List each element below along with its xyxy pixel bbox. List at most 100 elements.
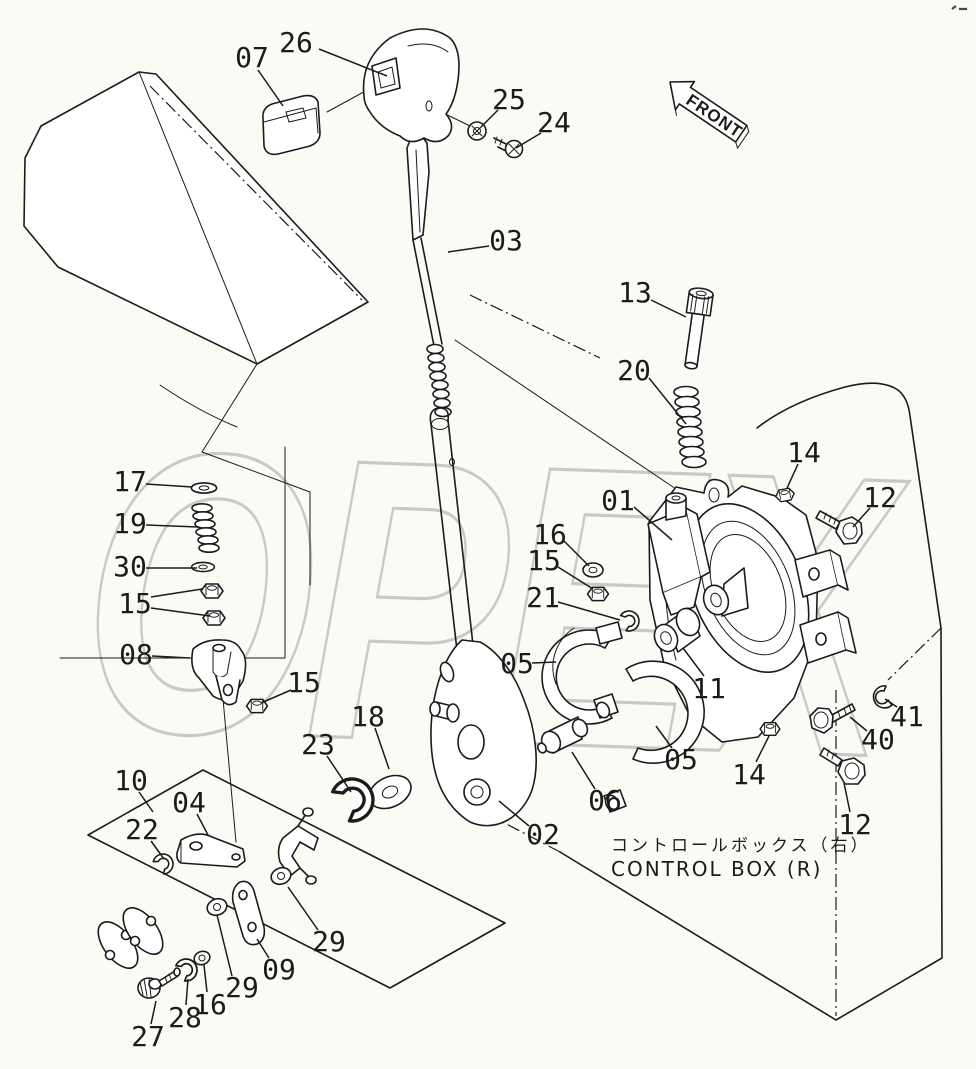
part-label-07: 07 xyxy=(235,41,269,74)
shoe-05-right xyxy=(593,660,705,813)
front-arrow: FRONT xyxy=(669,80,750,150)
part-label-12: 12 xyxy=(838,808,872,841)
part-label-05: 05 xyxy=(664,743,698,776)
leader-line-18 xyxy=(374,727,390,770)
nut-14-bottom xyxy=(759,721,781,737)
part-label-26: 26 xyxy=(279,26,313,59)
leader-line-29 xyxy=(287,886,319,931)
washer-16-bottom xyxy=(193,950,211,966)
socket-bolt-27 xyxy=(137,967,181,999)
part-label-27: 27 xyxy=(131,1020,165,1053)
leader-line-13 xyxy=(650,299,687,318)
leader-line-22 xyxy=(150,840,165,860)
fasteners-center xyxy=(582,562,643,634)
leader-line-12 xyxy=(852,507,871,528)
part-label-21: 21 xyxy=(526,581,560,614)
leader-line-16 xyxy=(203,964,208,993)
front-arrow-label: FRONT xyxy=(683,90,746,141)
part-label-23: 23 xyxy=(301,728,335,761)
part-label-15: 15 xyxy=(287,666,321,699)
bell-crank xyxy=(277,807,319,885)
leader-line-40 xyxy=(849,716,868,732)
part-label-20: 20 xyxy=(617,354,651,387)
screw-24 xyxy=(493,136,524,159)
part-label-08: 08 xyxy=(119,638,153,671)
part-label-15: 15 xyxy=(527,544,561,577)
leader-line-28 xyxy=(185,978,189,1006)
corner-mark xyxy=(951,5,967,11)
leader-line-23 xyxy=(326,755,352,793)
part-label-18: 18 xyxy=(351,700,385,733)
washer-29-right xyxy=(270,866,292,886)
leader-line-27 xyxy=(150,1000,157,1025)
part-label-03: 03 xyxy=(489,224,523,257)
washer-17 xyxy=(190,482,218,494)
part-label-17: 17 xyxy=(113,465,147,498)
part-label-11: 11 xyxy=(692,672,726,705)
nut-15-a xyxy=(200,583,224,599)
leader-line-26 xyxy=(318,48,388,77)
leader-line-06 xyxy=(571,751,596,790)
angle-bracket-bottom xyxy=(799,611,857,664)
leader-line-24 xyxy=(515,132,542,149)
leader-line-14 xyxy=(786,463,799,489)
leader-line-15 xyxy=(557,566,594,590)
angle-bracket-top xyxy=(794,549,849,598)
part-label-06: 06 xyxy=(588,784,622,817)
leader-line-17 xyxy=(145,483,193,488)
roller-11 xyxy=(653,607,701,653)
right-fasteners xyxy=(759,486,893,785)
part-label-25: 25 xyxy=(492,83,526,116)
snap-ring-41 xyxy=(872,685,893,709)
pin-06 xyxy=(537,716,589,754)
leader-line-20 xyxy=(648,377,687,425)
plate-09 xyxy=(231,880,266,946)
shoe-05-left xyxy=(541,621,623,725)
clevis-08 xyxy=(191,639,269,714)
washer-30 xyxy=(190,561,216,573)
part-label-22: 22 xyxy=(125,813,159,846)
leader-line-29 xyxy=(216,914,233,977)
spring-19 xyxy=(191,502,220,553)
e-clip-22 xyxy=(151,849,178,877)
construction-lines xyxy=(59,81,677,843)
leader-line-10 xyxy=(138,791,154,813)
part-label-29: 29 xyxy=(312,925,346,958)
bottom-hardware xyxy=(137,866,292,999)
nut-15-b xyxy=(202,610,226,626)
grip-knob xyxy=(362,28,460,143)
part-label-30: 30 xyxy=(113,550,147,583)
caption-japanese: コントロールボックス（右） xyxy=(611,836,871,856)
part-label-19: 19 xyxy=(113,507,147,540)
leader-line-19 xyxy=(145,524,199,528)
part-label-12: 12 xyxy=(863,481,897,514)
leader-line-14 xyxy=(755,735,770,763)
fastener-stack-left xyxy=(190,482,226,626)
part-label-40: 40 xyxy=(861,723,895,756)
knob-cap xyxy=(262,94,321,156)
leader-line-05 xyxy=(655,725,673,749)
part-label-29: 29 xyxy=(225,971,259,1004)
part-label-13: 13 xyxy=(618,276,652,309)
part-label-28: 28 xyxy=(168,1001,202,1034)
bolt-12-bottom xyxy=(819,747,866,785)
leader-line-25 xyxy=(480,109,499,128)
leader-line-03 xyxy=(447,245,490,253)
cam-plate-02 xyxy=(429,639,537,827)
part-label-04: 04 xyxy=(172,786,206,819)
leader-line-15 xyxy=(150,607,211,617)
leader-line-41 xyxy=(884,698,898,708)
part-label-02: 02 xyxy=(526,818,560,851)
leader-line-15 xyxy=(260,689,292,704)
part-label-41: 41 xyxy=(890,700,924,733)
bracket-01 xyxy=(647,492,711,616)
console-cover xyxy=(23,71,369,428)
caption: コントロールボックス（右） CONTROL BOX (R) xyxy=(611,836,871,881)
part-label-05: 05 xyxy=(500,647,534,680)
washer-29-left xyxy=(206,897,228,917)
part-label-24: 24 xyxy=(537,106,571,139)
part-label-15: 15 xyxy=(118,587,152,620)
leader-line-21 xyxy=(557,601,621,621)
